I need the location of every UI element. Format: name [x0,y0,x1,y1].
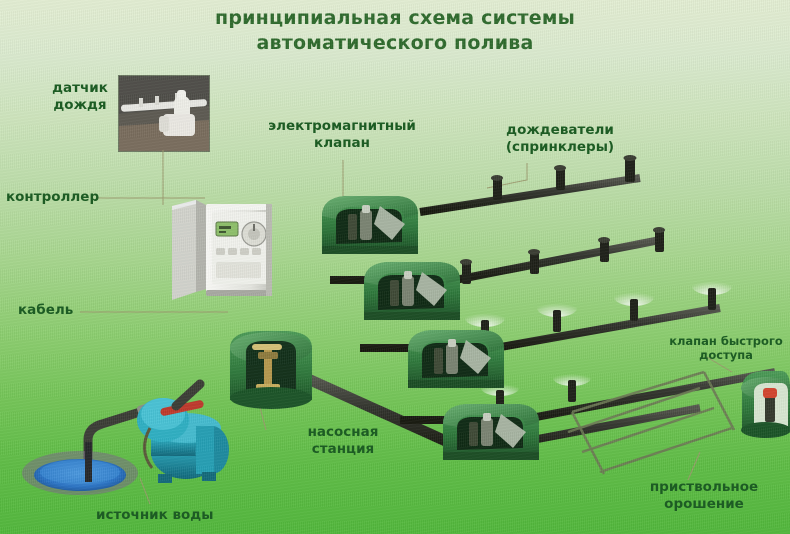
rain-sensor-photo [118,75,210,152]
solenoid-valve-box-2 [364,262,460,320]
label-sprinklers: дождеватели (спринклеры) [505,122,615,155]
sprinkler-row-2 [460,227,665,284]
label-water-source: источник воды [96,507,214,523]
sprinkler-spraying [614,288,654,321]
solenoid-valve-box-4 [443,404,539,460]
quick-access-valve-box [741,371,790,438]
label-pump-station: насосная станция [307,424,379,457]
sprinkler-head [528,249,540,274]
sprinkler-head [653,227,665,252]
title-line-2: автоматического полива [256,32,534,54]
label-cable: кабель [18,302,74,318]
pump-station [83,379,229,483]
label-solenoid-valve: электромагнитный клапан [268,118,416,151]
sprinkler-spraying [537,299,577,332]
label-controller: контроллер [6,189,100,205]
label-rain-sensor: датчик дождя [52,80,108,113]
sprinkler-spraying [553,370,591,402]
pipe-lateral-1b [419,174,641,216]
sprinkler-row-1 [491,155,637,200]
sprinkler-head [491,175,503,200]
title-line-1: принципиальная схема системы [215,7,575,29]
solenoid-valve-box-3 [408,330,504,388]
water-source-well [22,442,138,495]
sprinkler-spraying [692,277,732,310]
sprinkler-head [598,237,610,262]
label-quick-access-valve: клапан быстрого доступа [669,334,783,362]
sprinkler-head [554,165,566,190]
drip-irrigation-grid [567,370,736,475]
label-root-irrigation: приствольное орошение [649,479,759,512]
solenoid-valve-box-1 [322,196,418,254]
shutoff-valve-box [230,331,312,409]
sprinkler-head [460,259,472,284]
sprinkler-head [623,155,637,182]
page-title: принципиальная схема системы автоматичес… [0,6,790,56]
pipe-main-diagonal [300,372,476,458]
irrigation-controller [172,200,272,300]
